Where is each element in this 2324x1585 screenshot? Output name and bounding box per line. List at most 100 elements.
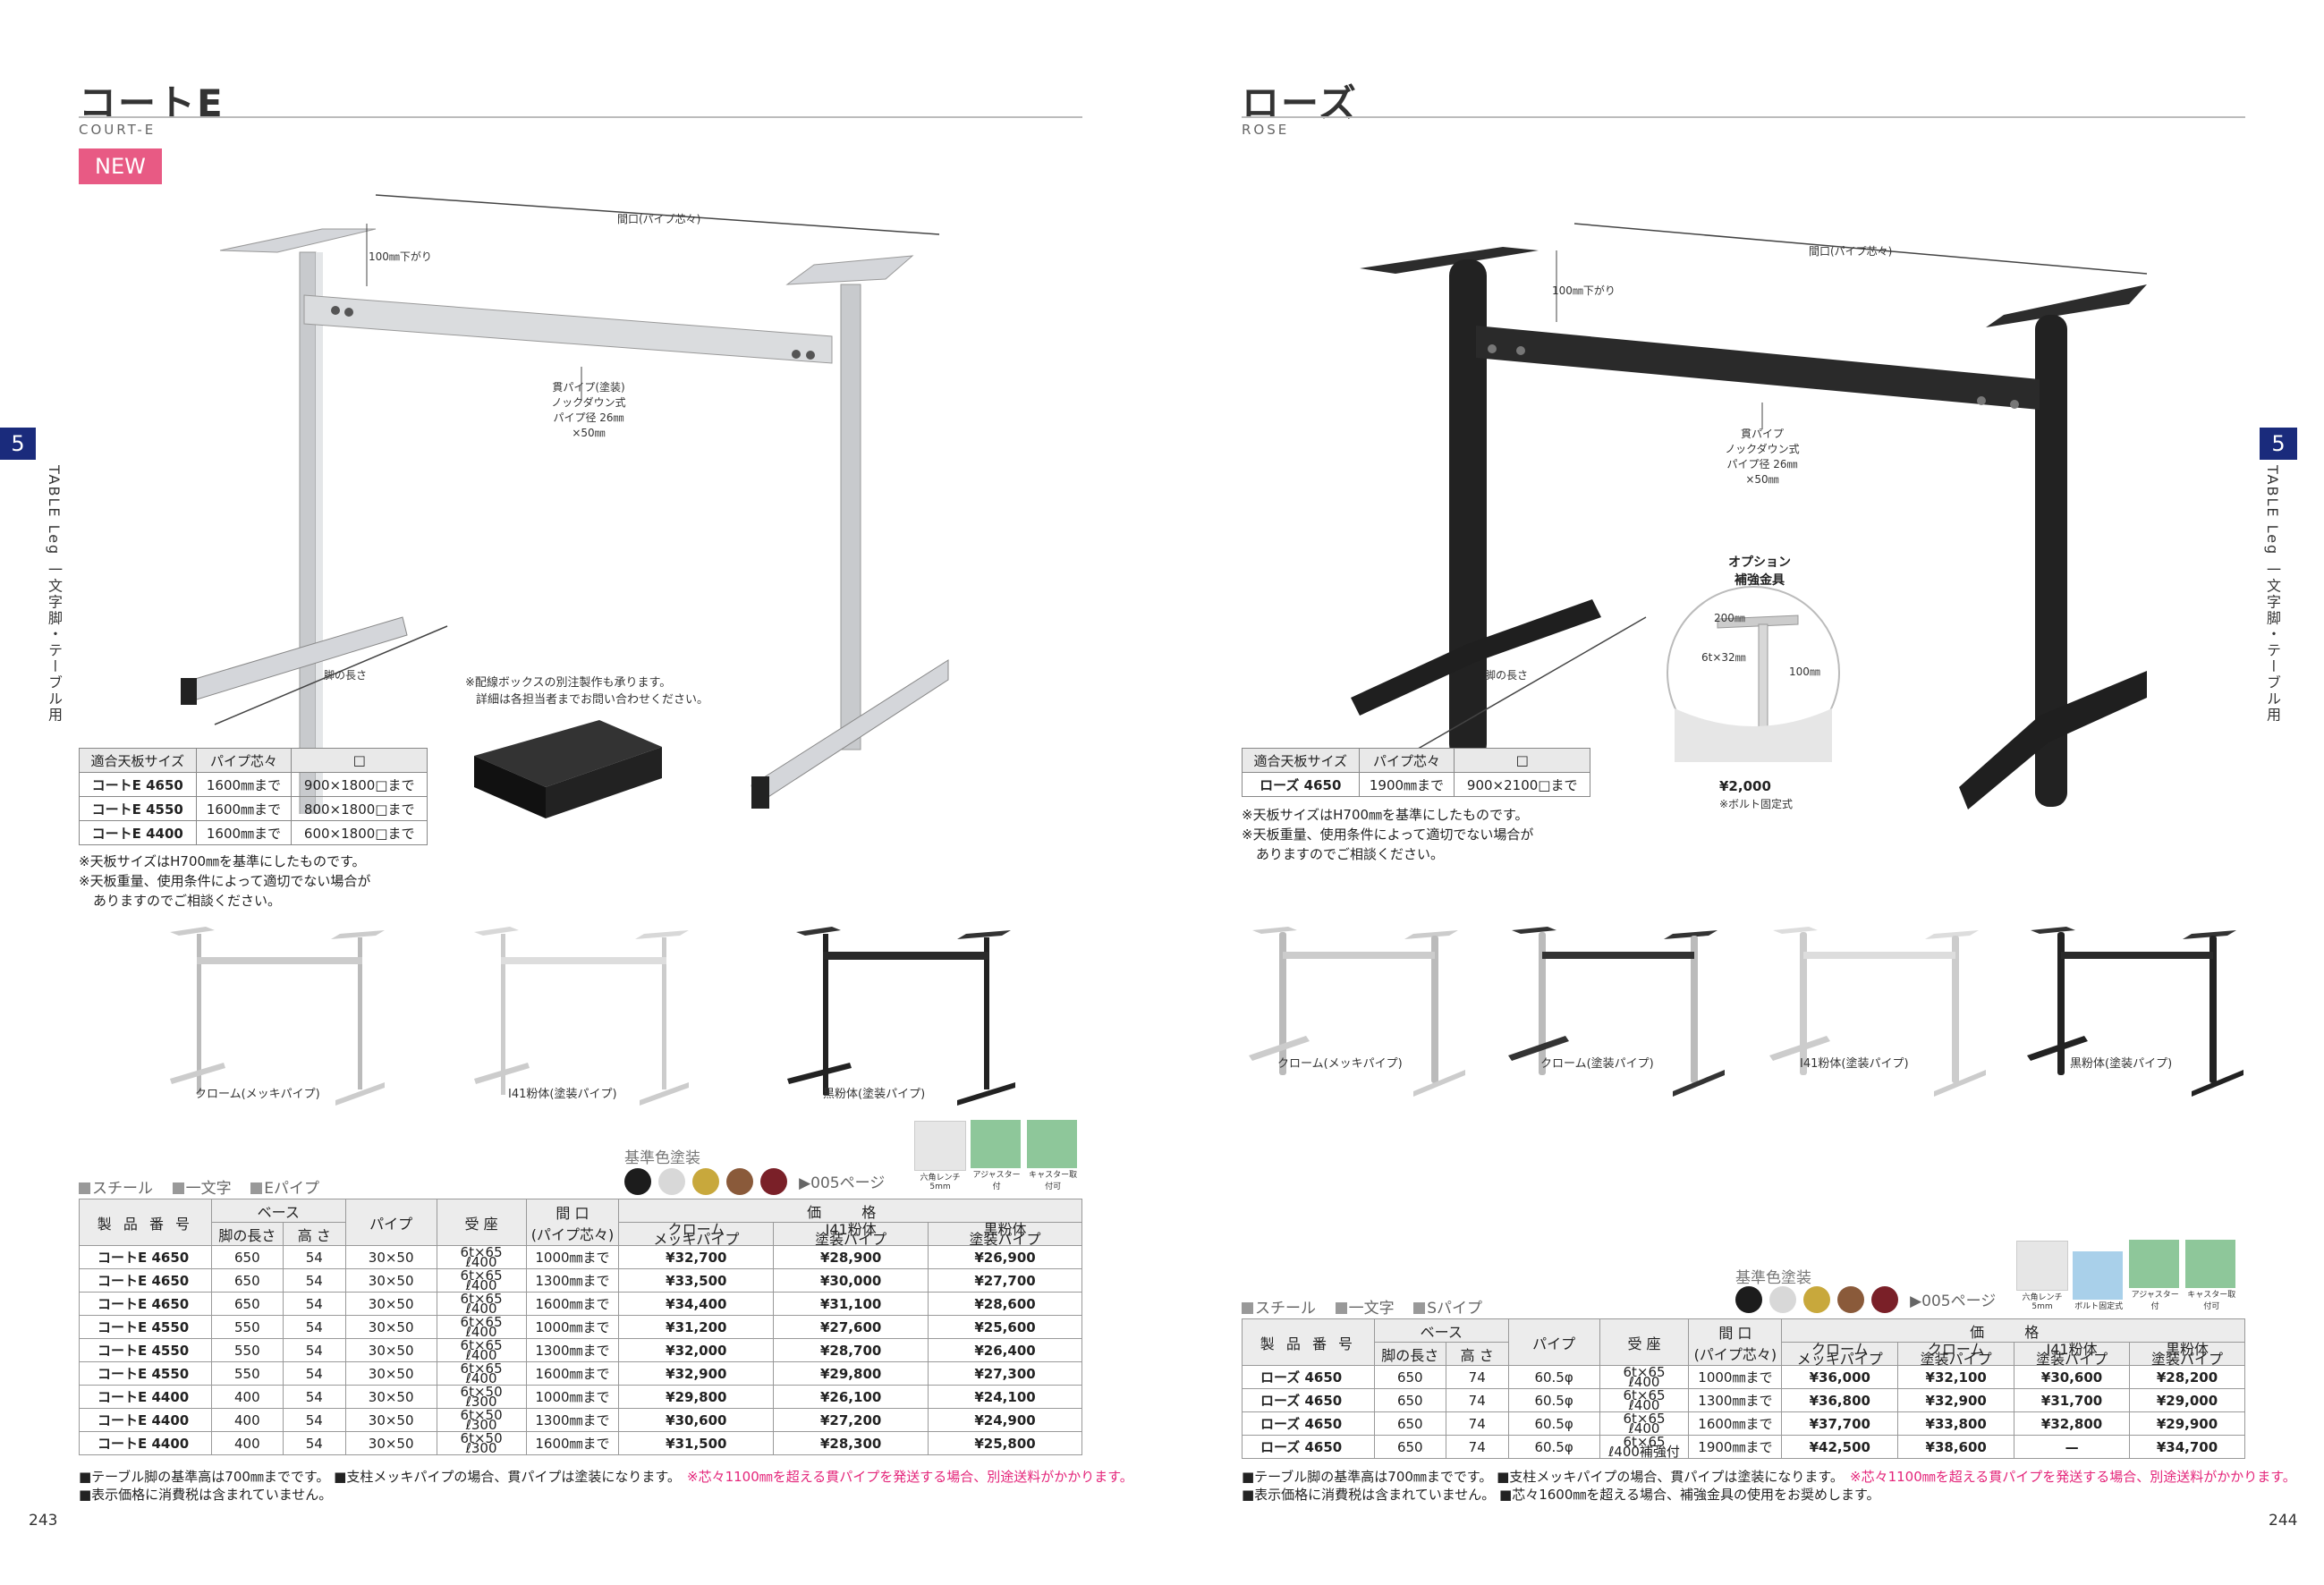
court-e-main-image xyxy=(181,194,949,814)
cell-span: 1000㎜まで xyxy=(525,1385,620,1409)
cell-price: ¥26,900 xyxy=(928,1245,1082,1269)
dim-drop-label: 100㎜下がり xyxy=(1552,284,1616,297)
cell-price: ¥32,900 xyxy=(618,1361,775,1386)
swatch-black xyxy=(1735,1286,1762,1313)
wiring-box-image xyxy=(474,720,662,818)
chapter-label: TABLE Leg 一文字脚・テーブル用 xyxy=(46,465,63,724)
spec-row: コートE 4650 1600㎜まで 900×1800□まで xyxy=(79,772,428,797)
page-subtitle: ROSE xyxy=(1242,122,1290,138)
spec-header-row: 適合天板サイズ パイプ芯々 □ xyxy=(79,748,428,773)
cell-price: ¥42,500 xyxy=(1781,1435,1899,1459)
spec-table: 適合天板サイズ パイプ芯々 □ ローズ 4650 1900㎜まで 900×210… xyxy=(1242,748,1590,797)
variant-image-i41 xyxy=(1769,927,1986,1097)
cell-price: ¥29,000 xyxy=(2129,1388,2245,1412)
cell-price: ¥32,100 xyxy=(1897,1365,2015,1389)
page-title: ローズ xyxy=(1242,81,1358,125)
chapter-tab: 5 xyxy=(2260,428,2297,460)
cell-price: ¥31,700 xyxy=(2014,1388,2131,1412)
col-code: 製 品 番 号 xyxy=(79,1199,212,1246)
cell-span: 1900㎜まで xyxy=(1688,1435,1783,1459)
option-title: オプション 補強金具 xyxy=(1728,555,1791,588)
cell-code: コートE 4550 xyxy=(79,1338,212,1362)
cell-price: ¥34,700 xyxy=(2129,1435,2245,1459)
cell-span: 1300㎜まで xyxy=(525,1408,620,1432)
caster-icon xyxy=(2185,1240,2236,1288)
cell-leg: 400 xyxy=(210,1431,284,1455)
footnote: ■テーブル脚の基準高は700㎜までです。 ■支柱メッキパイプの場合、貫パイプは塗… xyxy=(79,1469,681,1485)
cell-price: ¥32,000 xyxy=(618,1338,775,1362)
cell-leg: 650 xyxy=(1373,1365,1446,1389)
spec-header: パイプ芯々 xyxy=(195,748,293,773)
chapter-tab: 5 xyxy=(0,428,36,460)
cell-h: 54 xyxy=(282,1268,346,1293)
cell-span: 1000㎜まで xyxy=(525,1315,620,1339)
variant-image-chrome xyxy=(1249,927,1465,1097)
col-chrome: クロームメッキパイプ xyxy=(618,1222,775,1246)
cell-pipe: 60.5φ xyxy=(1507,1365,1600,1389)
col-height: 高 さ xyxy=(282,1222,346,1246)
table-header-row: 脚の長さ 高 さ クロームメッキパイプ I41粉体塗装パイプ 黒粉体塗装パイプ xyxy=(80,1222,1082,1246)
swatch-wine xyxy=(1871,1286,1898,1313)
color-page-ref: ▶005ページ xyxy=(1910,1293,1997,1310)
page-number: 244 xyxy=(2269,1512,2298,1530)
category-tags: スチール 一文字 Eパイプ xyxy=(79,1175,319,1198)
cell-price: ¥32,800 xyxy=(2014,1411,2131,1436)
col-base: ベース xyxy=(210,1199,346,1223)
cell-code: コートE 4400 xyxy=(79,1408,212,1432)
cell-price: ¥29,800 xyxy=(618,1385,775,1409)
cell-price: ¥30,600 xyxy=(2014,1365,2131,1389)
cell-code: ローズ 4650 xyxy=(1242,1388,1375,1412)
cell-pipe: 30×50 xyxy=(344,1268,437,1293)
cell-price: ¥27,300 xyxy=(928,1361,1082,1386)
cell-price: ¥37,700 xyxy=(1781,1411,1899,1436)
footnote-tax: ■表示価格に消費税は含まれていません。 xyxy=(79,1487,333,1503)
swatch-gold xyxy=(692,1168,719,1195)
price-table: 製 品 番 号 ベース パイプ 受 座 間 口(パイプ芯々) 価 格 脚の長さ … xyxy=(79,1199,1082,1455)
cell-h: 54 xyxy=(282,1361,346,1386)
cell-span: 1000㎜まで xyxy=(525,1245,620,1269)
caster-icon xyxy=(1027,1120,1078,1168)
color-label: 基準色塗装 xyxy=(1735,1269,1811,1287)
color-swatches: ▶005ページ xyxy=(624,1168,885,1199)
variant-image-black xyxy=(2027,927,2243,1097)
cell-pipe: 30×50 xyxy=(344,1408,437,1432)
table-header-row: 製 品 番 号 ベース パイプ 受 座 間 口(パイプ芯々) 価 格 xyxy=(1242,1318,2245,1366)
cell-leg: 550 xyxy=(210,1338,284,1362)
box-note: ※配線ボックスの別注製作も承ります。 詳細は各担当者までお問い合わせください。 xyxy=(465,676,709,707)
dim-pipe-label: 貫パイプ ノックダウン式 パイプ径 26㎜×50㎜ xyxy=(1725,428,1800,486)
cell-h: 54 xyxy=(282,1315,346,1339)
cell-h: 54 xyxy=(282,1338,346,1362)
cell-price: ¥31,200 xyxy=(618,1315,775,1339)
col-black: 黒粉体塗装パイプ xyxy=(928,1222,1082,1246)
cell-code: コートE 4400 xyxy=(79,1385,212,1409)
cell-leg: 650 xyxy=(210,1292,284,1316)
color-swatches: ▶005ページ xyxy=(1735,1286,1996,1317)
cell-price: ¥31,100 xyxy=(773,1292,929,1316)
spec-row: コートE 4550 1600㎜まで 800×1800□まで xyxy=(79,796,428,821)
swatch-silver xyxy=(658,1168,685,1195)
cell-h: 54 xyxy=(282,1408,346,1432)
variant-label: I41粉体(塗装パイプ) xyxy=(508,1088,617,1101)
cell-leg: 650 xyxy=(210,1245,284,1269)
variant-label: クローム(メッキパイプ) xyxy=(1277,1057,1403,1071)
price-table: 製 品 番 号 ベース パイプ 受 座 間 口(パイプ芯々) 価 格 脚の長さ … xyxy=(1242,1318,2245,1459)
spec-notes: ※天板サイズはH700㎜を基準にしたものです。 ※天板重量、使用条件によって適切… xyxy=(79,853,371,909)
cell-span: 1300㎜まで xyxy=(525,1338,620,1362)
swatch-brown xyxy=(1837,1286,1864,1313)
swatch-brown xyxy=(726,1168,753,1195)
cell-price: ¥26,400 xyxy=(928,1338,1082,1362)
cell-price: ¥30,000 xyxy=(773,1268,929,1293)
spec-row: コートE 4400 1600㎜まで 600×1800□まで xyxy=(79,820,428,845)
title-divider xyxy=(1242,116,2245,118)
cell-span: 1600㎜まで xyxy=(525,1361,620,1386)
cell-price: ¥28,600 xyxy=(928,1292,1082,1316)
